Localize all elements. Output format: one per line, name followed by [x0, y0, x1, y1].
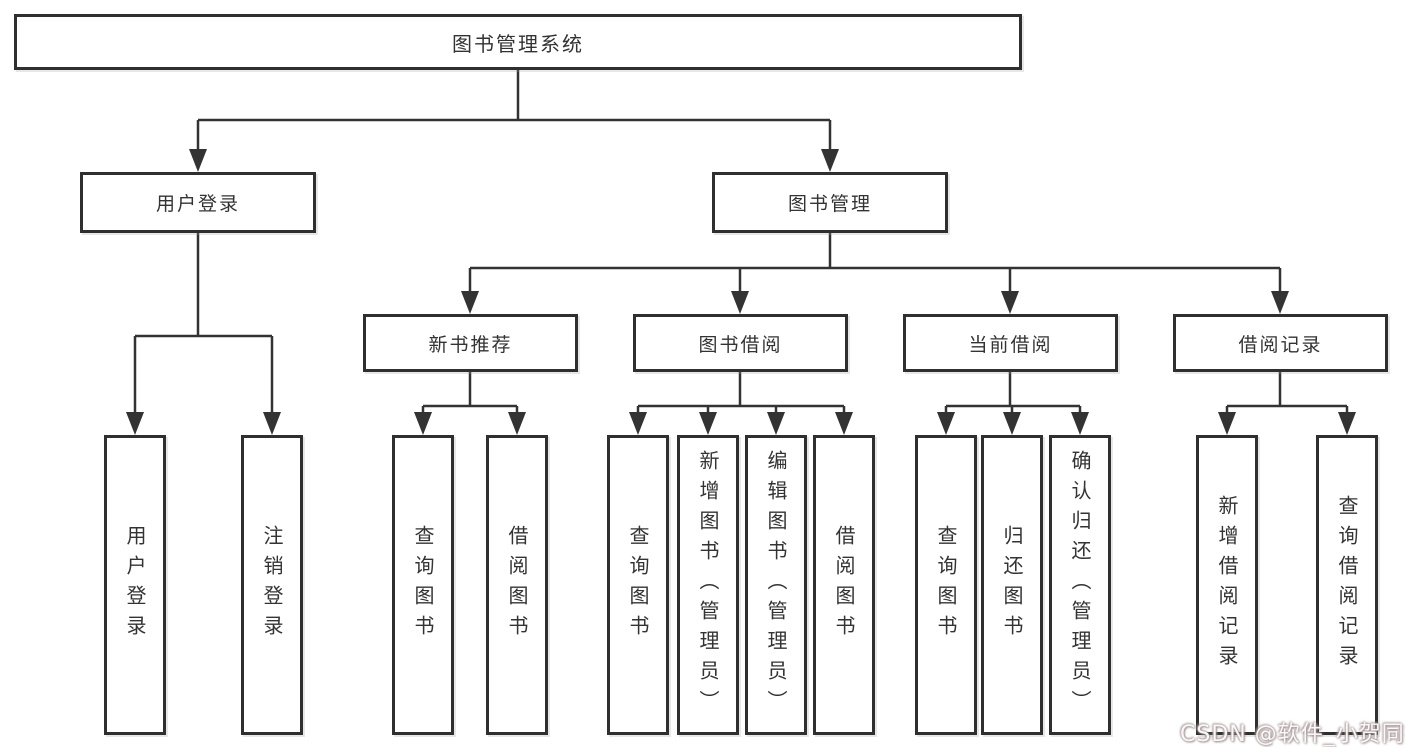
leaf-edit-book-admin: 编辑图书（管理员） [745, 435, 807, 735]
leaf-query-borrow-record: 查询借阅记录 [1316, 435, 1378, 735]
connector-current-borrow-children [944, 372, 1082, 416]
leaf-add-book-admin: 新增图书（管理员） [677, 435, 739, 735]
connector-new-book-recommend-children [421, 372, 519, 416]
leaf-user-login: 用户登录 [104, 435, 166, 735]
leaf-borrow-book: 借阅图书 [813, 435, 875, 735]
arrowheads [126, 149, 1356, 435]
node-new-book-recommend: 新书推荐 [363, 314, 578, 372]
connector-user-login-children [133, 233, 274, 416]
leaf-return-book: 归还图书 [981, 435, 1043, 735]
leaf-logout: 注销登录 [241, 435, 303, 735]
node-current-borrow: 当前借阅 [903, 314, 1118, 372]
leaf-borrow-book-recommend: 借阅图书 [486, 435, 548, 735]
leaf-confirm-return-admin: 确认归还（管理员） [1049, 435, 1111, 735]
connector-borrow-records-children [1225, 372, 1349, 416]
node-borrow-records: 借阅记录 [1173, 314, 1388, 372]
node-book-management: 图书管理 [712, 172, 948, 233]
leaf-add-borrow-record: 新增借阅记录 [1196, 435, 1258, 735]
connector-book-borrow-children [636, 372, 846, 416]
leaf-query-book-current: 查询图书 [915, 435, 977, 735]
connector-book-management-children [468, 233, 1282, 295]
csdn-watermark: CSDN @软件_小贺同学 [1180, 722, 1405, 747]
leaf-query-book-recommend: 查询图书 [392, 435, 454, 735]
leaf-query-book-borrow: 查询图书 [607, 435, 669, 735]
connector-root-to-level2 [196, 70, 832, 153]
node-user-login: 用户登录 [80, 172, 316, 233]
node-book-borrow: 图书借阅 [633, 314, 848, 372]
node-library-management-system: 图书管理系统 [14, 14, 1022, 70]
